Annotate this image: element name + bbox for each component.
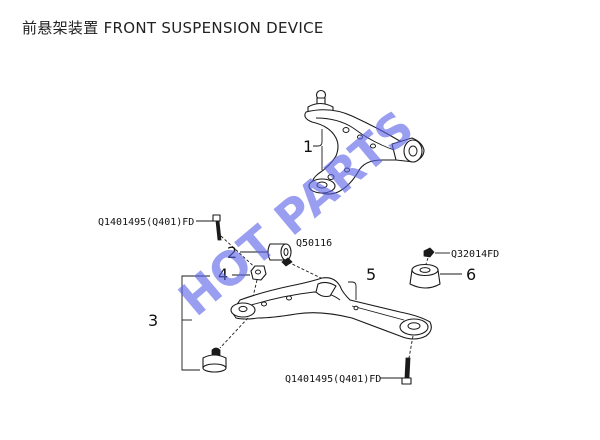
callout-4: 4 (218, 265, 228, 284)
nut-right-code: Q32014FD (451, 249, 499, 260)
bolt-bottom-code: Q1401495(Q401)FD (285, 374, 381, 385)
nut-small-code: Q50116 (296, 238, 332, 249)
callout-5-leader (348, 281, 357, 300)
callout-1: 1 (303, 137, 313, 156)
nut-right (423, 247, 435, 265)
page-title: 前悬架装置 FRONT SUSPENSION DEVICE (22, 19, 324, 37)
bolt-top-code: Q1401495(Q401)FD (98, 217, 194, 228)
callout-3: 3 (148, 311, 158, 330)
callout-2: 2 (227, 243, 237, 262)
ball-joint (202, 317, 249, 373)
callout-5: 5 (366, 265, 376, 284)
bolt-bottom (401, 335, 414, 385)
upper-control-arm (304, 89, 425, 195)
bushing (267, 243, 292, 261)
callout-1-leader (313, 129, 323, 170)
rear-bushing (409, 263, 441, 289)
lower-control-arm (230, 277, 432, 340)
callout-3-bracket (181, 275, 210, 371)
nut-small (281, 257, 328, 282)
callout-6: 6 (466, 265, 476, 284)
